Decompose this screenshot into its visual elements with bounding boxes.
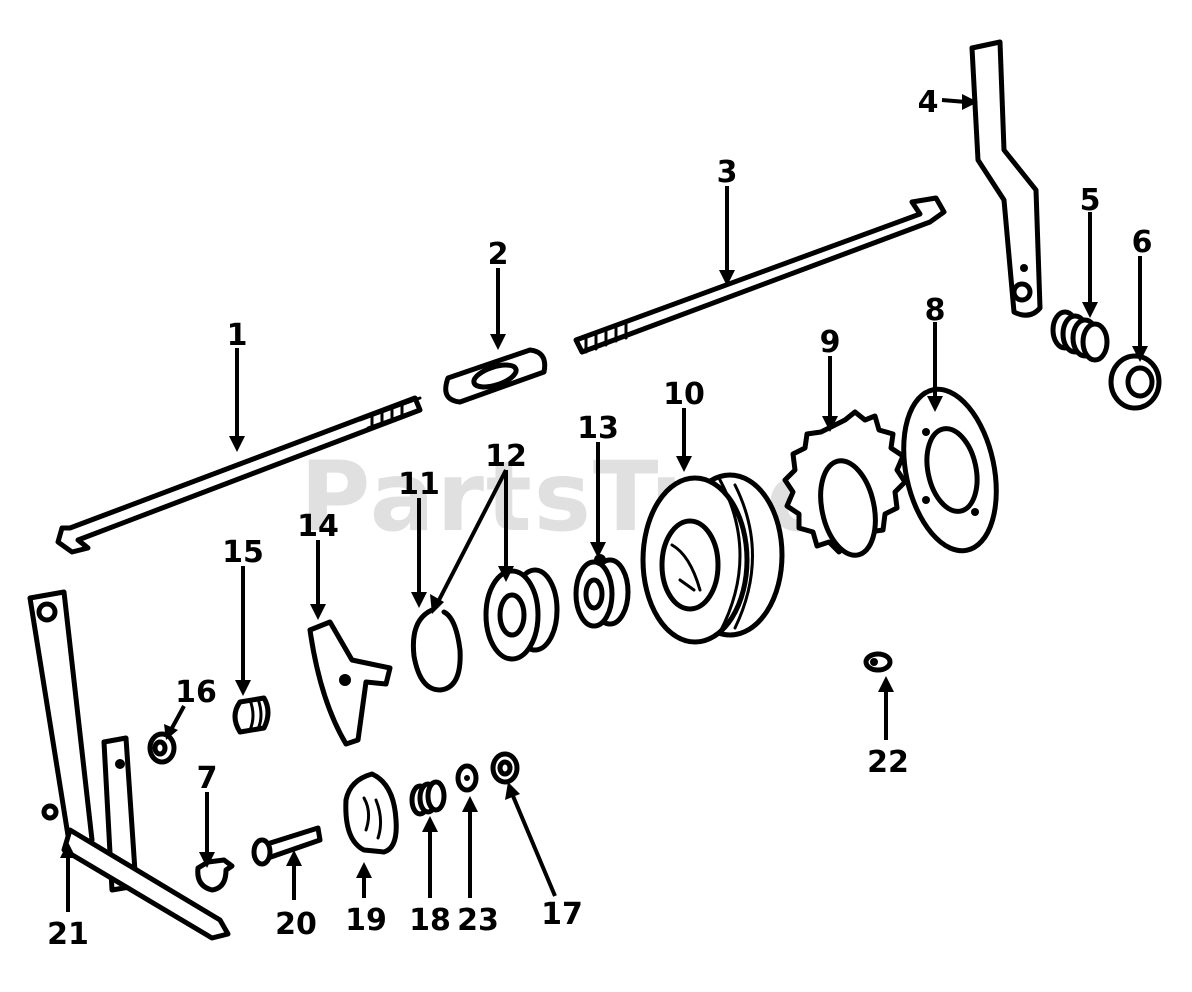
part-2-coupler [443,347,548,405]
callout-19: 19 [345,903,387,938]
part-16-nut [147,731,177,765]
part-1-rod [55,395,423,555]
part-13-collar [573,554,631,629]
callout-3: 3 [717,155,738,190]
leader-lines [60,94,1148,912]
callout-20: 20 [275,907,317,942]
callout-18: 18 [409,903,451,938]
callout-4: 4 [918,85,939,120]
part-8-plate [901,386,999,554]
part-6-collar [1108,353,1162,411]
part-22-screw [863,651,893,673]
part-17-nut [490,751,520,785]
callout-12: 12 [485,439,527,474]
part-19-cam [343,771,399,855]
part-15-spacer [232,695,271,735]
callout-22: 22 [867,745,909,780]
part-14-fork [307,619,393,747]
callout-23: 23 [457,903,499,938]
callout-21: 21 [47,917,89,952]
callout-2: 2 [488,237,509,272]
callout-labels: 1 2 3 4 5 6 7 8 9 10 11 12 13 14 15 16 1… [47,85,1152,952]
callout-11: 11 [398,467,440,502]
callout-13: 13 [577,411,619,446]
part-21-pedal [27,589,231,941]
part-3-rod [573,195,947,355]
part-7-clip [195,857,235,893]
part-23-washer [455,763,479,793]
callout-7: 7 [197,761,218,796]
callout-10: 10 [663,377,705,412]
part-5-spring [1050,309,1110,363]
part-18-spring [409,779,447,817]
part-11-ring [410,607,463,693]
part-9-sprocket [782,409,908,558]
callout-14: 14 [297,509,339,544]
callout-16: 16 [175,675,217,710]
part-10-pulley [640,472,785,645]
part-12-bearing [483,567,560,662]
part-4-lever [969,39,1043,318]
callout-8: 8 [925,293,946,328]
callout-1: 1 [227,318,248,353]
callout-15: 15 [222,535,264,570]
callout-9: 9 [820,325,841,360]
callout-17: 17 [541,897,583,932]
part-20-pin [251,825,323,867]
callout-6: 6 [1132,225,1153,260]
callout-5: 5 [1080,183,1101,218]
